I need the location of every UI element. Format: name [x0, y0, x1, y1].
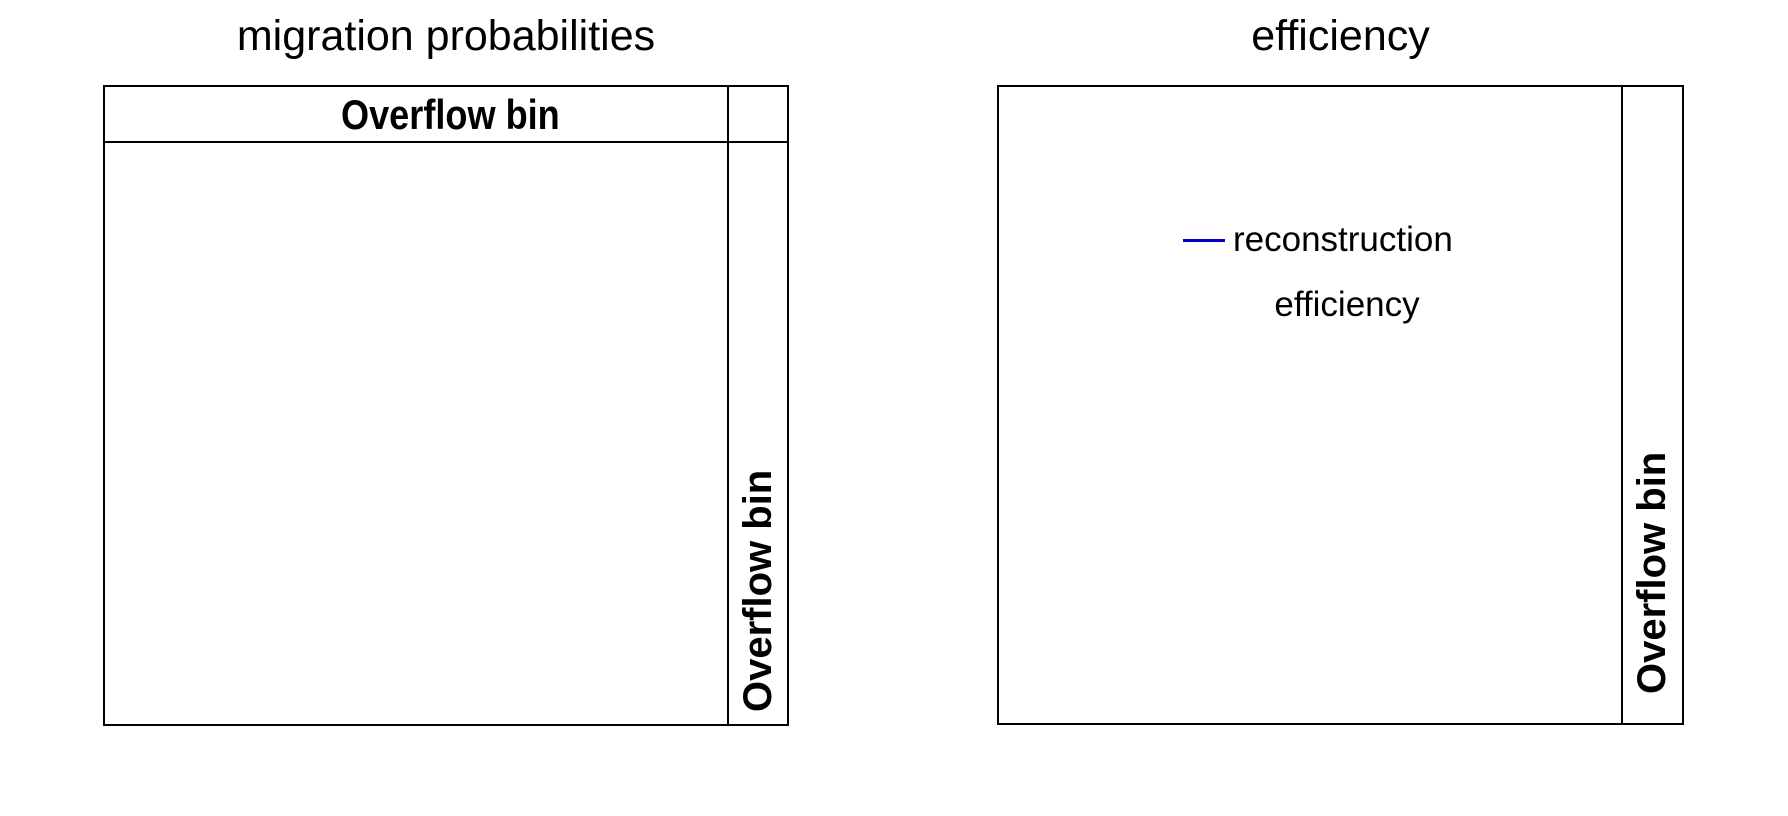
left-panel-overflow-column-divider	[727, 87, 729, 724]
legend-entry-label-line1: reconstruction	[1233, 220, 1453, 259]
left-panel-header-label: Overflow bin	[341, 91, 560, 138]
left-panel-title: migration probabilities	[236, 12, 656, 60]
right-panel-overflow-column-divider	[1621, 87, 1623, 723]
legend-entry-label-line2: efficiency	[1274, 285, 1420, 324]
right-panel-frame	[997, 85, 1684, 725]
right-panel-title: efficiency	[1251, 12, 1430, 60]
left-panel-header-row: Overflow bin	[105, 87, 787, 143]
legend-entry-row: reconstruction	[1183, 218, 1461, 262]
legend: reconstruction efficiency	[1183, 218, 1461, 327]
legend-line-marker	[1183, 238, 1225, 242]
left-panel-frame: Overflow bin	[103, 85, 789, 726]
left-panel-overflow-bin-rotated-label: Overflow bin	[736, 469, 780, 712]
right-panel-overflow-bin-rotated-label: Overflow bin	[1630, 451, 1674, 694]
